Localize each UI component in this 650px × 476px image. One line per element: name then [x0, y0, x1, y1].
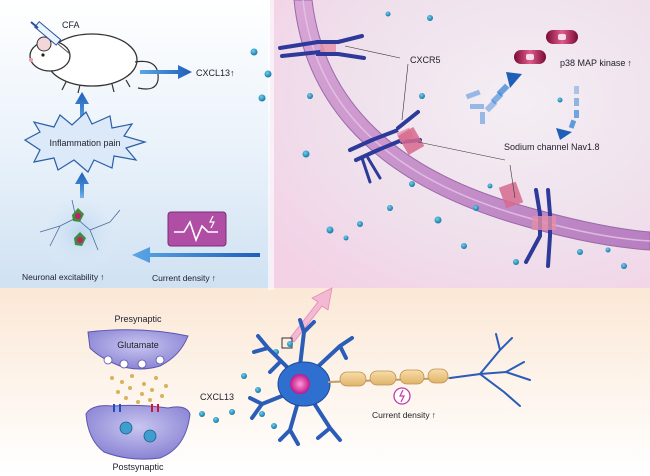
p38-kinase-icon-1: [514, 50, 546, 64]
myelinated-axon: [327, 368, 453, 387]
presynaptic-label: Presynaptic: [114, 314, 162, 324]
postsynaptic-organelles: [119, 421, 157, 443]
arrow-neuron-to-inflammation: [75, 172, 89, 198]
p38-label: p38 MAP kinase: [560, 58, 625, 68]
glutamate-molecules: [110, 374, 168, 404]
svg-text:Current density↑: Current density↑: [152, 273, 216, 283]
postsynaptic-label: Postsynaptic: [112, 462, 164, 472]
current-trace-icon: [167, 211, 227, 247]
arrow-inflammation-to-mouse: [75, 92, 89, 122]
up-arrow-p38: ↑: [627, 58, 632, 68]
sodium-channel-1: [397, 126, 425, 156]
up-arrow-current-left: ↑: [212, 273, 216, 283]
cxcl13-molecules-right: [250, 11, 627, 269]
syringe-icon: [30, 20, 71, 55]
sodium-channel-2: [498, 181, 524, 209]
cxcr5-receptor-1: [278, 34, 366, 60]
svg-text:Neuronal excitability↑: Neuronal excitability↑: [22, 272, 104, 282]
neuron-nucleus: [290, 374, 310, 394]
cxcr5-label: CXCR5: [410, 55, 441, 65]
svg-text:CXCL13↑: CXCL13↑: [196, 68, 235, 78]
arrow-mouse-to-cxcl13: [140, 65, 192, 79]
up-arrow-cxcl13: ↑: [230, 68, 235, 78]
cxcl13-top-label: CXCL13: [196, 68, 230, 78]
up-arrow-current-bottom: ↑: [432, 410, 436, 420]
svg-text:Current density↑: Current density↑: [372, 410, 436, 420]
cxcl13-bottom-label: CXCL13: [200, 392, 234, 402]
leader-lines: [344, 45, 516, 199]
current-density-left-label: Current density: [152, 273, 210, 283]
neuronal-excitability-illustration: [38, 190, 122, 274]
synaptic-vesicles: [103, 355, 165, 369]
cfa-label: CFA: [62, 20, 80, 30]
glutamate-label: Glutamate: [117, 340, 159, 350]
signaling-arrow-down: [556, 86, 579, 140]
cell-membrane: [293, 0, 650, 251]
up-arrow-excitability: ↑: [100, 272, 104, 282]
postsynaptic-receptors: [113, 404, 159, 412]
signaling-arrow-up: [465, 72, 522, 124]
neuronal-excitability-label: Neuronal excitability: [22, 272, 99, 282]
zoom-arrow: [289, 287, 333, 343]
lightning-icon: [393, 387, 411, 405]
arrow-current-to-neuron: [132, 247, 260, 263]
mouse-illustration: [29, 33, 159, 94]
sodium-channel-label: Sodium channel Nav1.8: [504, 142, 600, 152]
p38-kinase-icon-2: [546, 30, 578, 44]
svg-text:p38 MAP kinase↑: p38 MAP kinase↑: [560, 58, 632, 68]
cxcr5-receptor-3: [524, 188, 556, 268]
postsynaptic-terminal: [85, 404, 191, 460]
axon-terminals: [449, 333, 531, 407]
inflammation-pain-burst: [23, 111, 148, 173]
cxcl13-molecules-bottom: [199, 341, 293, 429]
inflammation-pain-label: Inflammation pain: [49, 138, 120, 148]
current-density-bottom-label: Current density: [372, 410, 430, 420]
